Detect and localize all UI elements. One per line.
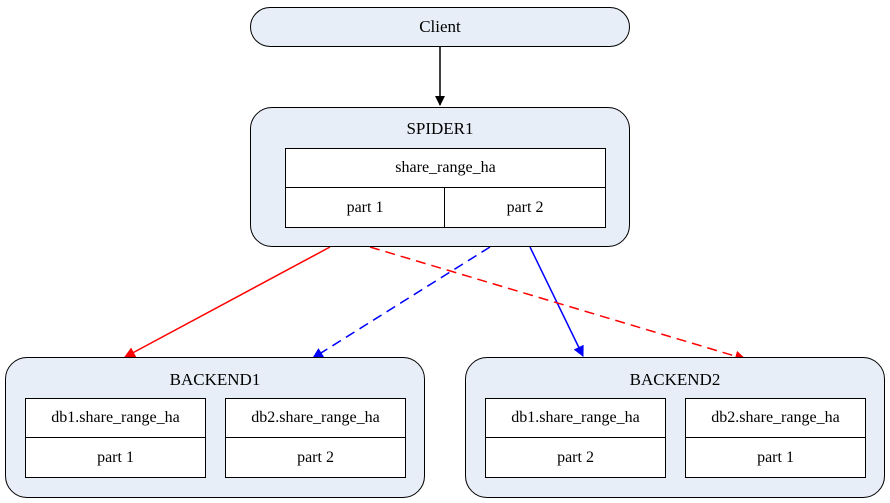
- backend1-title: BACKEND1: [169, 370, 261, 389]
- backend2-db2-table-name: db2.share_range_ha: [686, 399, 865, 438]
- backend1-db2-table: db2.share_range_ha part 2: [225, 398, 406, 478]
- backend1-db1-table-part: part 1: [97, 448, 134, 466]
- backend1-db1-table: db1.share_range_ha part 1: [25, 398, 206, 478]
- spider1-node: SPIDER1 share_range_ha part 1 part 2: [250, 107, 630, 247]
- backend1-db2-table-name: db2.share_range_ha: [226, 399, 405, 438]
- client-node: Client: [250, 7, 630, 47]
- edge-spider1-to-backend1-part1: [124, 246, 331, 358]
- spider1-table-part-1: part 1: [286, 188, 445, 227]
- backend2-node: BACKEND2 db1.share_range_ha part 2 db2.s…: [465, 357, 885, 498]
- backend1-db1-table-name: db1.share_range_ha: [26, 399, 205, 438]
- edge-spider1-to-backend2-part2: [529, 246, 584, 357]
- edge-spider1-to-backend2-part1: [369, 246, 747, 362]
- edge-spider1-to-backend1-part2: [312, 246, 491, 359]
- backend2-db2-table-part: part 1: [757, 448, 794, 466]
- backend2-db1-table-part: part 2: [557, 448, 594, 466]
- backend2-title: BACKEND2: [629, 370, 721, 389]
- backend1-db2-table-part: part 2: [297, 448, 334, 466]
- backend2-db2-table: db2.share_range_ha part 1: [685, 398, 866, 478]
- backend1-node: BACKEND1 db1.share_range_ha part 1 db2.s…: [5, 357, 425, 498]
- backend2-db1-table-name: db1.share_range_ha: [486, 399, 665, 438]
- spider1-table: share_range_ha part 1 part 2: [285, 148, 606, 228]
- spider1-title: SPIDER1: [406, 119, 474, 138]
- spider1-table-part-2: part 2: [506, 198, 544, 216]
- backend2-db1-table: db1.share_range_ha part 2: [485, 398, 666, 478]
- spider1-table-name: share_range_ha: [286, 149, 605, 188]
- client-label: Client: [419, 17, 461, 36]
